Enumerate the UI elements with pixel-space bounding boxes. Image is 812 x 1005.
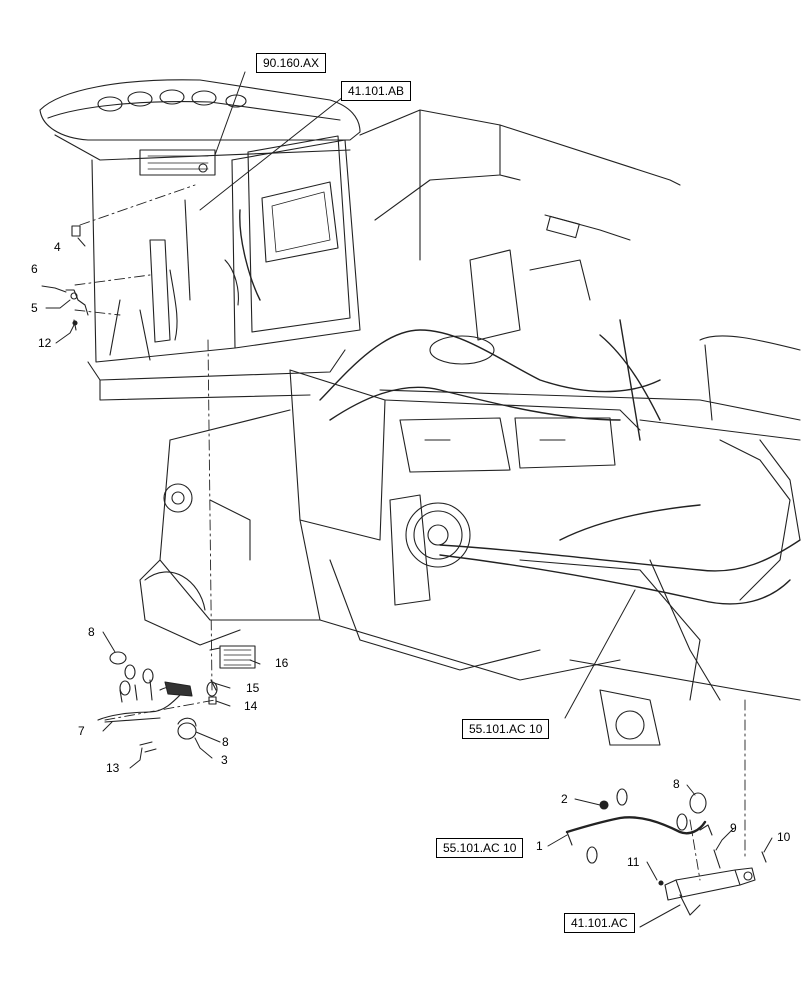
harness-routing [319, 319, 801, 605]
callout-15: 15 [246, 681, 260, 695]
callout-6: 6 [31, 262, 38, 276]
cab-roof [39, 79, 361, 176]
callout-9: 9 [730, 821, 737, 835]
ref-box-55-101-ac-10-middle: 55.101.AC 10 [462, 719, 550, 739]
callout-8-right: 8 [673, 777, 680, 791]
callout-2: 2 [561, 792, 568, 806]
callout-13: 13 [106, 761, 120, 775]
callout-7: 7 [78, 724, 85, 738]
leader-lines [41, 71, 773, 928]
main-chassis [139, 214, 801, 746]
callout-16: 16 [275, 656, 289, 670]
callout-11: 11 [627, 855, 640, 869]
cab-body [87, 109, 681, 401]
left-exploded-parts [65, 225, 256, 753]
callout-5: 5 [31, 301, 38, 315]
callout-4: 4 [54, 240, 61, 254]
callout-8-left-bottom: 8 [222, 735, 229, 749]
callout-10: 10 [777, 830, 791, 844]
callout-8-left-top: 8 [88, 625, 95, 639]
ref-box-41-101-ac: 41.101.AC [564, 913, 635, 933]
assembly-lines [74, 184, 746, 881]
ref-box-41-101-ab: 41.101.AB [341, 81, 412, 101]
callout-12: 12 [38, 336, 52, 350]
callout-3: 3 [221, 753, 228, 767]
ref-box-55-101-ac-10-lower: 55.101.AC 10 [436, 838, 524, 858]
ref-box-90-160-ax: 90.160.AX [256, 53, 327, 73]
callout-14: 14 [244, 699, 258, 713]
lower-right-assembly [565, 788, 767, 916]
callout-1: 1 [536, 839, 543, 853]
